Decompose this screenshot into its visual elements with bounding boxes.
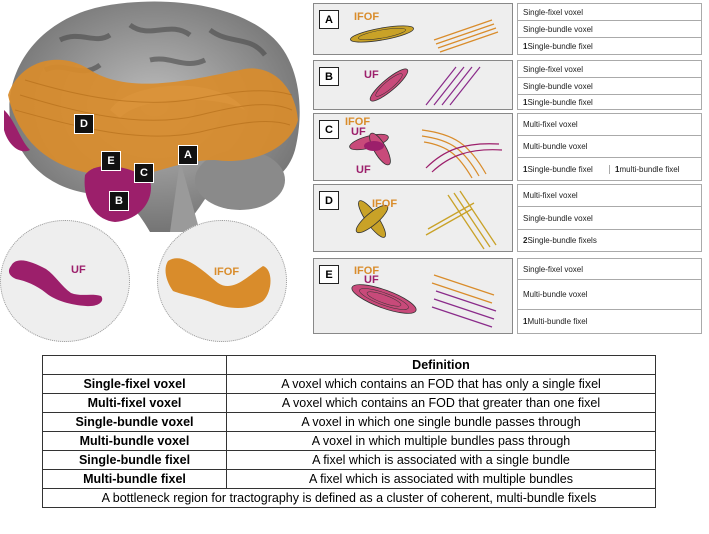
- brain-illustration: D E C A B UF IFOF: [0, 0, 305, 345]
- definition-cell: A fixel which is associated with a singl…: [226, 450, 656, 470]
- marker-b: B: [109, 191, 129, 211]
- panel-c-row-3: 1 Single-bundle fixel 1 multi-bundle fix…: [518, 158, 701, 180]
- term-cell: Multi-bundle fixel: [42, 469, 227, 489]
- panel-c-row-3b: 1 multi-bundle fixel: [609, 164, 701, 174]
- table-row: Multi-bundle voxel A voxel in which mult…: [42, 431, 656, 451]
- panel-a-fod-image: [350, 19, 499, 53]
- term-cell: Single-bundle fixel: [42, 450, 227, 470]
- panel-d-properties: Multi-fixel voxel Single-bundle voxel 2 …: [517, 184, 702, 252]
- panel-b: B UF Single-fixel voxel Single-bundle vo…: [313, 60, 709, 110]
- panel-d: D IFOF Multi-fixel voxel Single-bundle v…: [313, 184, 709, 252]
- table-row: Multi-fixel voxel A voxel which contains…: [42, 393, 656, 413]
- panel-b-illustration: B UF: [313, 60, 513, 110]
- panel-d-letter: D: [319, 191, 339, 210]
- definition-cell: A voxel in which one single bundle passe…: [226, 412, 656, 432]
- header-term: [42, 355, 227, 375]
- panel-d-fod-image: [355, 190, 497, 250]
- panel-a: A IFOF Single-fixel voxel Single-bundle …: [313, 3, 709, 55]
- term-cell: Single-bundle voxel: [42, 412, 227, 432]
- brain-sagittal-image: [4, 1, 300, 232]
- panel-d-row-1: Multi-fixel voxel: [518, 185, 701, 207]
- header-definition: Definition: [226, 355, 656, 375]
- panel-a-row-3: 1 Single-bundle fixel: [523, 41, 593, 51]
- term-cell: Single-fixel voxel: [42, 374, 227, 394]
- panel-d-row-3: 2 Single-bundle fixels: [523, 236, 597, 245]
- definition-cell: A voxel which contains an FOD that great…: [226, 393, 656, 413]
- panel-c-row-3a: 1 Single-bundle fixel: [523, 164, 593, 174]
- panel-e-illustration: E IFOF UF: [313, 258, 513, 334]
- uf-zoom-circle: UF: [0, 220, 130, 342]
- panel-e-row-2: Multi-bundle voxel: [518, 280, 701, 310]
- panel-a-properties: Single-fixel voxel Single-bundle voxel 1…: [517, 3, 702, 55]
- marker-c: C: [134, 163, 154, 183]
- panel-b-row-2: Single-bundle voxel: [518, 78, 701, 95]
- ifof-zoom-label: IFOF: [214, 266, 240, 278]
- definition-table: Definition Single-fixel voxel A voxel wh…: [42, 355, 656, 508]
- table-footer-row: A bottleneck region for tractography is …: [42, 488, 656, 508]
- table-row: Single-bundle fixel A fixel which is ass…: [42, 450, 656, 470]
- panel-b-fod-image: [369, 66, 481, 106]
- marker-a: A: [178, 145, 198, 165]
- definition-cell: A voxel in which multiple bundles pass t…: [226, 431, 656, 451]
- ifof-zoom-circle: IFOF: [157, 220, 287, 342]
- panel-c-tract-label-1: IFOF: [345, 116, 371, 128]
- panel-a-illustration: A IFOF: [313, 3, 513, 55]
- panel-a-letter: A: [319, 10, 339, 29]
- panel-d-row-2: Single-bundle voxel: [518, 207, 701, 230]
- table-row: Single-bundle voxel A voxel in which one…: [42, 412, 656, 432]
- panel-c-tract-label-3: UF: [356, 164, 371, 176]
- panel-e-properties: Single-fixel voxel Multi-bundle voxel 1 …: [517, 258, 702, 334]
- panel-c-letter: C: [319, 120, 339, 139]
- uf-tract-image: [8, 260, 103, 307]
- panel-c-tract-label-2: UF: [351, 126, 366, 138]
- panel-c-fod-image: [349, 129, 503, 179]
- marker-d: D: [74, 114, 94, 134]
- term-cell: Multi-fixel voxel: [42, 393, 227, 413]
- definition-cell: A voxel which contains an FOD that has o…: [226, 374, 656, 394]
- panel-d-illustration: D IFOF: [313, 184, 513, 252]
- panel-c-properties: Multi-fixel voxel Multi-bundle voxel 1 S…: [517, 113, 702, 181]
- panel-b-tract-label: UF: [364, 69, 379, 81]
- panel-e-letter: E: [319, 265, 339, 284]
- panel-e-fod-image: [351, 274, 497, 328]
- term-cell: Multi-bundle voxel: [42, 431, 227, 451]
- bottleneck-definition: A bottleneck region for tractography is …: [42, 488, 656, 508]
- marker-e: E: [101, 151, 121, 171]
- table-row: Multi-bundle fixel A fixel which is asso…: [42, 469, 656, 489]
- panel-d-tract-label: IFOF: [372, 198, 398, 210]
- definition-table-header: Definition: [42, 355, 656, 375]
- panel-c-illustration: C IFOF UF UF: [313, 113, 513, 181]
- panel-b-properties: Single-fixel voxel Single-bundle voxel 1…: [517, 60, 702, 110]
- panel-a-row-1: Single-fixel voxel: [518, 4, 701, 21]
- panel-a-row-2: Single-bundle voxel: [518, 21, 701, 38]
- panel-e-row-3: 1 Multi-bundle fixel: [523, 317, 588, 326]
- uf-zoom-label: UF: [71, 264, 86, 276]
- definition-cell: A fixel which is associated with multipl…: [226, 469, 656, 489]
- panel-b-letter: B: [319, 67, 339, 86]
- panel-e-tract-label-1: IFOF: [354, 265, 380, 277]
- panel-c-row-2: Multi-bundle voxel: [518, 136, 701, 158]
- panel-b-row-1: Single-fixel voxel: [518, 61, 701, 78]
- table-row: Single-fixel voxel A voxel which contain…: [42, 374, 656, 394]
- panel-c: C IFOF UF UF Multi-fixel voxel Multi-bun…: [313, 113, 709, 181]
- panel-e-tract-label-2: UF: [364, 274, 379, 286]
- panel-e-row-1: Single-fixel voxel: [518, 259, 701, 280]
- panel-b-row-3: 1 Single-bundle fixel: [523, 97, 593, 107]
- ifof-tract-image: [165, 258, 271, 308]
- panel-a-tract-label: IFOF: [354, 11, 380, 23]
- panel-e: E IFOF UF Single-fixel voxel Multi-bundl…: [313, 258, 709, 334]
- panel-c-row-1: Multi-fixel voxel: [518, 114, 701, 136]
